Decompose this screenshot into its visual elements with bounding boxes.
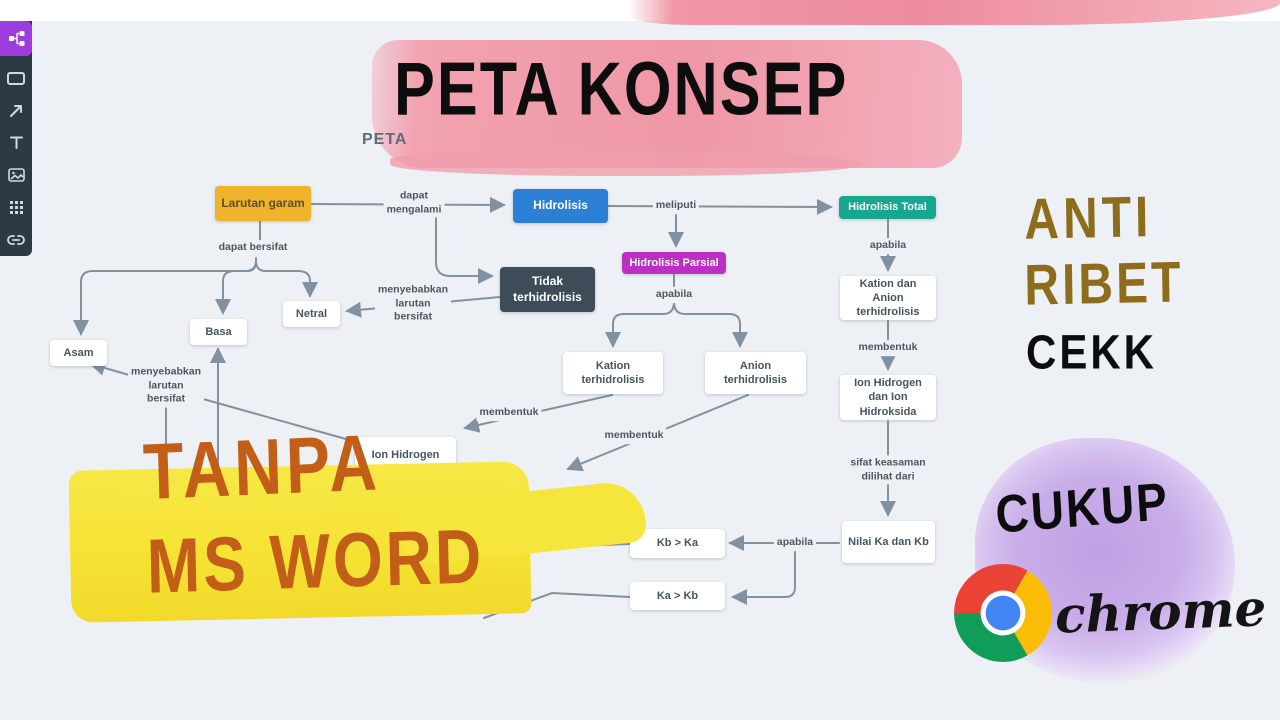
left-toolbar [0,21,32,256]
mindmap-tool-button[interactable] [0,21,32,57]
cukup-overlay: CUKUP [993,470,1171,545]
edge-label-dapat-bersifat[interactable]: dapat bersifat [215,240,291,256]
mindmap-icon [8,31,24,47]
node-anion-terhidrolisis[interactable]: Anion terhidrolisis [705,352,806,394]
edge-label-membentuk-3[interactable]: membentuk [855,340,921,356]
edge-label-dapat-mengalami[interactable]: dapat mengalami [383,188,445,218]
node-hidrolisis[interactable]: Hidrolisis [513,189,608,223]
edge-label-apabila-total[interactable]: apabila [866,238,910,254]
node-kation-terhidrolisis[interactable]: Kation terhidrolisis [563,352,663,394]
doc-title-text: PETA [362,131,408,148]
node-ka-kb[interactable]: Ka > Kb [630,582,725,610]
arrow-tool-button[interactable] [0,95,32,127]
node-netral[interactable]: Netral [283,301,340,327]
node-kation-dan-anion[interactable]: Kation dan Anion terhidrolisis [840,276,936,320]
chrome-overlay: chrome [1054,578,1268,645]
node-basa[interactable]: Basa [190,319,247,345]
tanpa-overlay: TANPA [141,417,382,516]
image-icon [7,168,25,183]
edge-label-menyebabkan-2[interactable]: menyebabkan larutan bersifat [127,364,205,408]
edge-label-apabila-bottom[interactable]: apabila [773,535,817,551]
node-tidak-terhidrolisis[interactable]: Tidak terhidrolisis [500,267,595,312]
image-tool-button[interactable] [0,159,32,191]
grid-tool-button[interactable] [0,191,32,223]
node-hidrolisis-total[interactable]: Hidrolisis Total [839,196,936,219]
edge-label-membentuk-1[interactable]: membentuk [476,405,542,421]
edge-label-apabila-parsial[interactable]: apabila [652,287,696,303]
chrome-logo-icon [954,564,1053,662]
link-icon [7,234,25,245]
text-tool-button[interactable] [0,127,32,159]
arrow-icon [9,105,22,118]
rectangle-icon [7,71,25,85]
node-hidrolisis-parsial[interactable]: Hidrolisis Parsial [622,252,726,274]
edge-label-menyebabkan-1[interactable]: menyebabkan larutan bersifat [374,282,452,326]
ribet-overlay: RIBET [1023,251,1184,318]
anti-overlay: ANTI [1023,185,1153,252]
pink-brush-stroke-top [628,0,1280,25]
node-ion-hidrogen-hidroksida[interactable]: Ion Hidrogen dan Ion Hidroksida [840,375,936,420]
cekk-overlay: CEKK [1026,324,1158,379]
node-kb-ka[interactable]: Kb > Ka [630,529,725,558]
ms-word-overlay: MS WORD [145,512,486,610]
text-icon [9,136,23,150]
node-asam[interactable]: Asam [50,340,107,366]
edge-label-meliputi[interactable]: meliputi [652,198,700,214]
node-larutan-garam[interactable]: Larutan garam [215,186,311,221]
title-overlay: PETA KONSEP [394,47,849,131]
link-tool-button[interactable] [0,224,32,256]
pink-brush-stroke-title [372,40,962,176]
rectangle-tool-button[interactable] [0,62,32,94]
edge-label-membentuk-2[interactable]: membentuk [601,428,667,444]
grid-icon [9,201,23,215]
edge-label-sifat-keasaman[interactable]: sifat keasaman dilihat dari [847,455,929,485]
node-nilai-ka-kb[interactable]: Nilai Ka dan Kb [842,521,935,563]
